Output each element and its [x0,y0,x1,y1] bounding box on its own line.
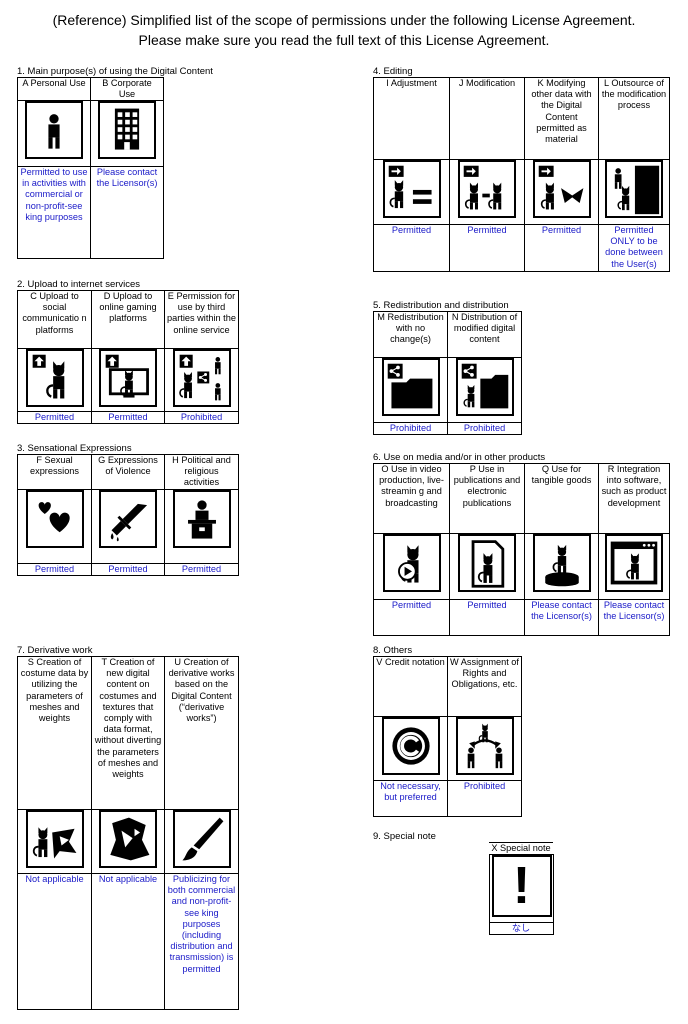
label-c: C Upload to social communicatio n platfo… [17,290,92,349]
label-s: S Creation of costume data by utilizing … [17,656,92,810]
section-title: 2. Upload to internet services [17,279,141,290]
result-l: Permitted ONLY to be done between the Us… [598,224,670,272]
result-n: Prohibited [447,422,522,435]
result-g: Permitted [91,563,165,576]
figure-icon [532,534,591,592]
social-upload-icon [25,349,84,407]
section-others: 8. Others V Credit notation W Assignment… [373,645,522,817]
adjust-icon [382,160,441,218]
result-t: Not applicable [91,873,165,1010]
knife-icon [99,490,157,548]
label-d: D Upload to online gaming platforms [91,290,165,349]
modify-other-data-icon [532,160,591,218]
result-f: Permitted [17,563,92,576]
header-line-2: Please make sure you read the full text … [138,32,550,48]
result-h: Permitted [164,563,239,576]
result-b: Please contact the Licensor(s) [90,166,164,259]
section-title: 6. Use on media and/or in other products [373,452,546,463]
result-x: なし [489,922,553,935]
label-l: L Outsource of the modification process [598,77,670,160]
distribute-modified-icon [455,358,514,416]
section-media: 6. Use on media and/or in other products… [373,452,670,636]
label-n: N Distribution of modified digital conte… [447,311,522,358]
permission-table: A Personal Use B Corporate Use Permitted… [17,77,164,259]
result-p: Permitted [449,599,525,636]
label-j: J Modification [449,77,525,160]
label-i: I Adjustment [373,77,450,160]
section-redistribution: 5. Redistribution and distribution M Red… [373,300,522,435]
result-w: Prohibited [447,780,522,817]
section-title: 1. Main purpose(s) of using the Digital … [17,66,213,77]
result-e: Prohibited [164,411,239,424]
section-title: 9. Special note [373,831,436,842]
result-v: Not necessary, but preferred [373,780,448,817]
gaming-upload-icon [99,349,157,407]
result-k: Permitted [524,224,599,272]
result-q: Please contact the Licensor(s) [524,599,599,636]
new-costume-icon [99,810,157,868]
redistribute-icon [381,358,440,416]
result-a: Permitted to use in activities with comm… [17,166,91,259]
brush-icon [172,810,231,868]
third-party-share-icon [172,349,231,407]
label-t: T Creation of new digital content on cos… [91,656,165,810]
podium-speaker-icon [172,490,231,548]
label-g: G Expressions of Violence [91,454,165,490]
label-w: W Assignment of Rights and Obligations, … [447,656,522,717]
section-title: 3. Sensational Expressions [17,443,132,454]
outsource-icon [605,160,663,218]
person-icon [25,101,83,159]
label-p: P Use in publications and electronic pub… [449,463,525,534]
label-q: Q Use for tangible goods [524,463,599,534]
costume-data-icon [25,810,84,868]
result-m: Prohibited [373,422,448,435]
result-c: Permitted [17,411,92,424]
section-derivative: 7. Derivative work S Creation of costume… [17,645,239,1010]
result-r: Please contact the Licensor(s) [598,599,670,636]
label-r: R Integration into software, such as pro… [598,463,670,534]
label-x: X Special note [489,842,553,855]
section-main-purpose: 1. Main purpose(s) of using the Digital … [17,66,213,259]
header-line-1: (Reference) Simplified list of the scope… [52,12,636,28]
copyright-icon [381,717,440,775]
label-b: B Corporate Use [90,77,164,101]
result-o: Permitted [373,599,450,636]
result-d: Permitted [91,411,165,424]
publication-icon [458,534,516,592]
modify-icon [458,160,516,218]
label-o: O Use in video production, live-streamin… [373,463,450,534]
section-editing: 4. Editing I Adjustment J Modification K… [373,66,670,272]
result-u: Publicizing for both commercial and non-… [164,873,239,1010]
label-m: M Redistribution with no change(s) [373,311,448,358]
section-special-note: 9. Special note X Special note ! なし [373,831,669,935]
page-header: (Reference) Simplified list of the scope… [0,10,688,50]
building-icon [98,101,156,159]
video-icon [382,534,441,592]
section-sensational: 3. Sensational Expressions F Sexual expr… [17,443,239,576]
result-i: Permitted [373,224,450,272]
section-title: 4. Editing [373,66,413,77]
section-title: 8. Others [373,645,413,656]
label-u: U Creation of derivative works based on … [164,656,239,810]
section-title: 7. Derivative work [17,645,93,656]
section-upload: 2. Upload to internet services C Upload … [17,279,239,424]
label-a: A Personal Use [17,77,91,101]
result-s: Not applicable [17,873,92,1010]
label-v: V Credit notation [373,656,448,717]
software-window-icon [605,534,663,592]
result-j: Permitted [449,224,525,272]
exclamation-icon: ! [491,855,552,917]
assignment-icon [455,717,514,775]
label-k: K Modifying other data with the Digital … [524,77,599,160]
hearts-icon [25,490,84,548]
label-f: F Sexual expressions [17,454,92,490]
label-e: E Permission for use by third parties wi… [164,290,239,349]
section-title: 5. Redistribution and distribution [373,300,509,311]
label-h: H Political and religious activities [164,454,239,490]
